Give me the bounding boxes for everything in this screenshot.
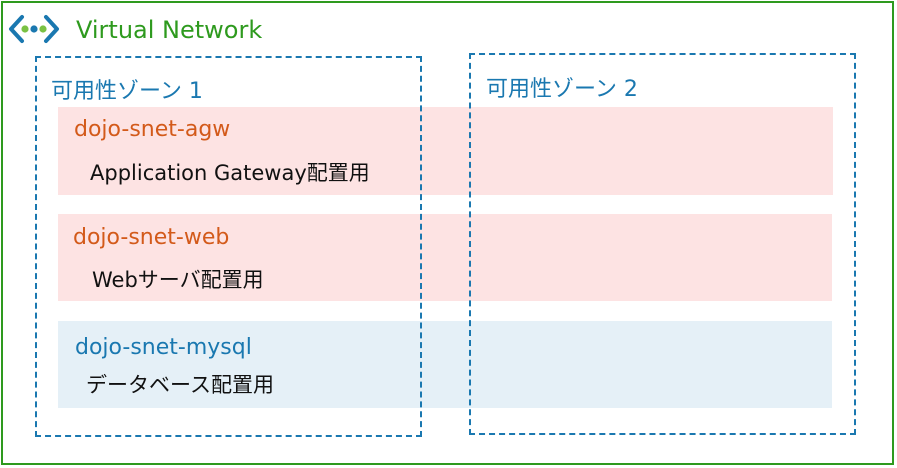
availability-zone-2-label: 可用性ゾーン 2 xyxy=(486,77,638,102)
virtual-network-icon xyxy=(9,15,59,43)
subnet-mysql-name: dojo-snet-mysql xyxy=(75,335,252,360)
subnet-web: dojo-snet-web Webサーバ配置用 xyxy=(58,214,832,301)
subnet-agw: dojo-snet-agw Application Gateway配置用 xyxy=(58,107,833,195)
subnet-web-name: dojo-snet-web xyxy=(73,225,230,250)
subnet-agw-description: Application Gateway配置用 xyxy=(90,161,370,185)
subnet-web-description: Webサーバ配置用 xyxy=(92,268,264,292)
availability-zone-1 xyxy=(35,56,422,437)
subnet-mysql-description: データベース配置用 xyxy=(86,373,274,397)
virtual-network-title: Virtual Network xyxy=(76,16,263,44)
availability-zone-1-label: 可用性ゾーン 1 xyxy=(51,79,203,104)
subnet-mysql: dojo-snet-mysql データベース配置用 xyxy=(58,321,832,408)
subnet-agw-name: dojo-snet-agw xyxy=(74,117,231,142)
availability-zone-2 xyxy=(469,53,856,435)
